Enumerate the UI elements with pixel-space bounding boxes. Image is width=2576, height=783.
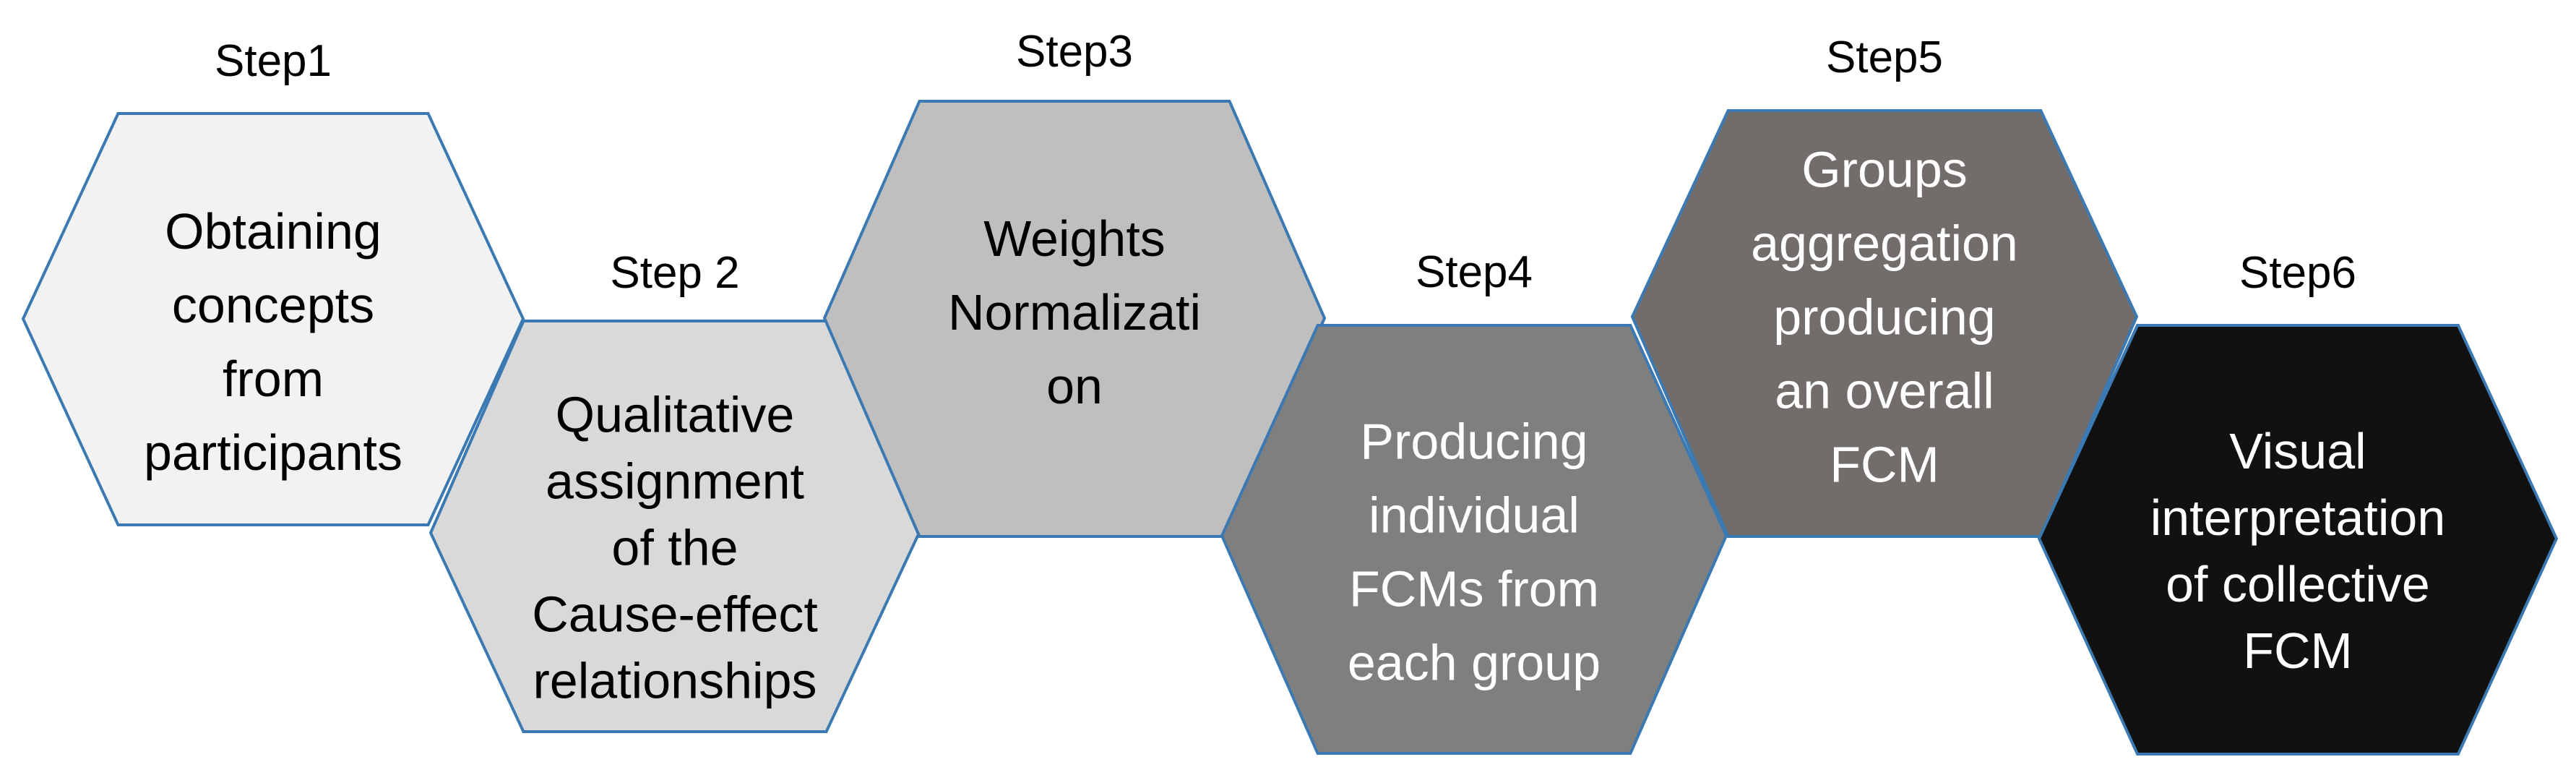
step-6-description-line: Visual [2229,423,2366,479]
step-1-description-line: participants [144,424,402,481]
step-4-label: Step4 [1416,247,1533,297]
step-1-description: Obtaining concepts from participants [144,203,402,481]
step-1-hexagon [21,112,525,526]
step-2-description-line: assignment [546,453,804,509]
step-5-description-line: an overall [1775,363,1994,419]
step-2-label: Step 2 [610,248,739,298]
step-5-description-line: FCM [1830,437,1939,493]
step-6-description-line: interpretation [2150,489,2446,546]
step-6-description-line: of collective [2166,556,2430,612]
step-3-description-line: on [1046,358,1103,414]
step-1-node: Obtaining concepts from participants [21,112,525,526]
step-6-hexagon [2037,324,2559,756]
step-4-description-line: individual [1369,487,1580,544]
step-4-hexagon [1220,324,1728,755]
step-1-description-line: Obtaining [165,203,382,260]
step-3-label: Step3 [1016,27,1133,77]
step-5-description-line: producing [1773,289,1995,346]
step-2-description-line: Qualitative [556,386,795,442]
step-2-description-line: of the [611,519,738,576]
step-5-label: Step5 [1826,33,1943,82]
step-5-description-line: aggregation [1751,215,2018,272]
step-6-label: Step6 [2239,248,2356,298]
step-2-description-line: relationships [533,652,817,709]
step-4-description-line: Producing [1360,414,1588,470]
step-5-description-line: Groups [1801,142,1968,198]
step-2-description-line: Cause-effect [532,586,818,642]
step-1-label: Step1 [215,36,332,86]
step-6-description-line: FCM [2243,622,2353,679]
step-3-description-line: Weights [983,210,1166,267]
step-4-description-line: FCMs from [1349,561,1599,617]
step-4-description-line: each group [1348,635,1601,691]
step-3-description-line: Normalizati [948,284,1201,341]
step-1-description-line: from [223,351,324,407]
step-1-description-line: concepts [172,277,374,333]
